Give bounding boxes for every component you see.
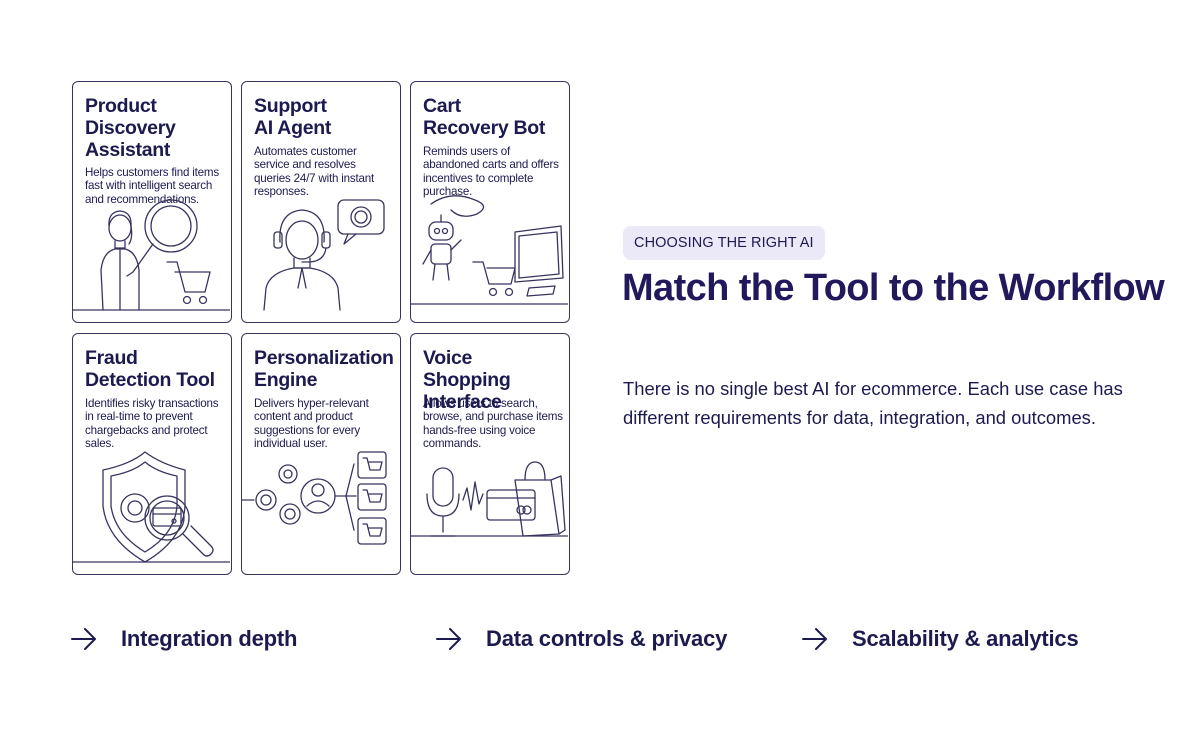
arrow-right-icon [71,628,96,650]
feature-label: Integration depth [121,626,298,651]
feature-data-controls: Data controls & privacy [434,621,727,657]
card-description: Allows users to search, browse, and purc… [423,397,563,451]
feature-integration-depth: Integration depth [69,621,297,657]
card-title: Personalization Engine [254,347,394,391]
headset-agent-icon [263,199,385,311]
card-fraud-detection: Fraud Detection Tool Identifies risky tr… [72,333,232,575]
card-description: Delivers hyper-relevant content and prod… [254,397,369,451]
feature-label: Scalability & analytics [852,626,1079,651]
arrow-right-icon [802,628,827,650]
robot-cart-monitor-icon [411,195,568,305]
gears-user-carts-icon [242,451,387,545]
shield-card-magnifier-icon [73,451,230,563]
card-title: Product Discovery Assistant [85,95,176,161]
card-title: Cart Recovery Bot [423,95,546,139]
card-title: Voice Shopping Interface [423,347,511,413]
arrow-right-icon [436,628,461,650]
feature-scalability: Scalability & analytics [800,621,1079,657]
section-badge: CHOOSING THE RIGHT AI [623,226,825,260]
card-title: Fraud Detection Tool [85,347,215,391]
card-product-discovery: Product Discovery Assistant Helps custom… [72,81,232,323]
card-cart-recovery: Cart Recovery Bot Reminds users of aband… [410,81,570,323]
microphone-card-bag-icon [411,461,568,537]
card-description: Identifies risky transactions in real-ti… [85,397,219,451]
card-support-agent: Support AI Agent Automates customer serv… [241,81,401,323]
card-voice-shopping: Voice Shopping Interface Allows users to… [410,333,570,575]
page-title: Match the Tool to the Workflow [622,267,1165,309]
card-personalization: Personalization Engine Delivers hyper-re… [241,333,401,575]
card-description: Automates customer service and resolves … [254,145,375,199]
intro-paragraph: There is no single best AI for ecommerce… [623,378,1123,428]
card-description: Helps customers find items fast with int… [85,166,219,206]
card-description: Reminds users of abandoned carts and off… [423,145,559,199]
card-title: Support AI Agent [254,95,332,139]
shopper-magnifier-cart-icon [73,199,230,311]
feature-label: Data controls & privacy [486,626,728,651]
tools-grid: Product Discovery Assistant Helps custom… [72,81,570,575]
